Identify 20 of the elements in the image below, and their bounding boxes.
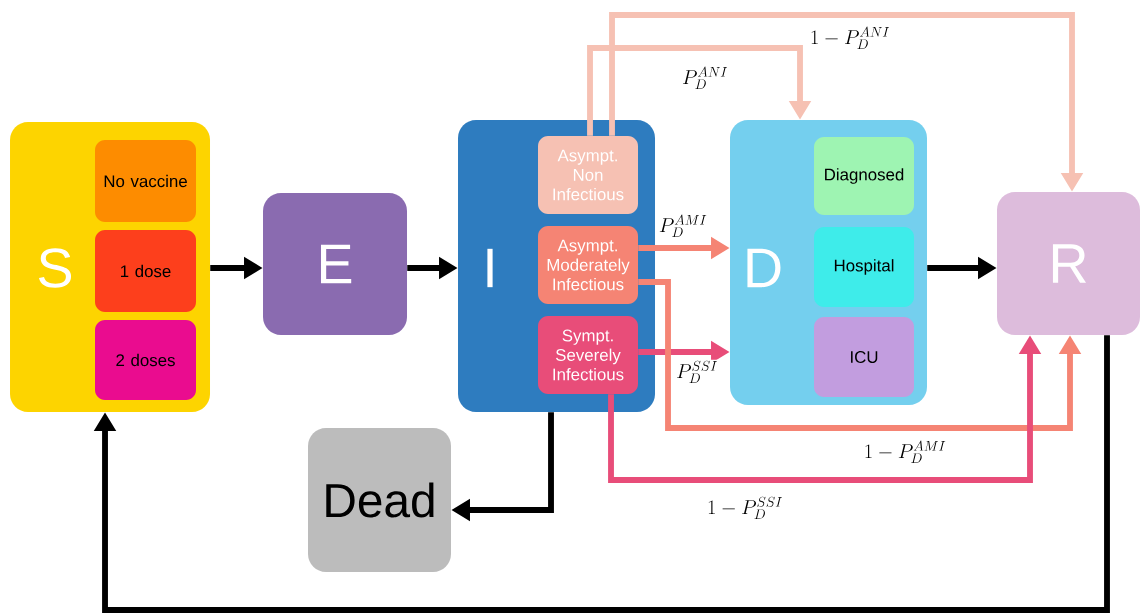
arrow xyxy=(93,335,1110,613)
edge-label: $1 - P_D^{SSI}$ xyxy=(705,495,785,521)
compartment-box: E xyxy=(263,193,407,335)
dead-box: Dead xyxy=(308,428,451,572)
subgroup-box: No vaccine xyxy=(95,140,196,222)
subgroup-box: Diagnosed xyxy=(814,137,914,215)
edge-label: $1 - P_D^{AMI}$ xyxy=(862,439,948,465)
edge-label: $P_D^{ANI}$ xyxy=(680,65,730,91)
edge-label: $P_D^{AMI}$ xyxy=(657,213,709,239)
subgroup-box: Asympt. Non Infectious xyxy=(538,136,638,214)
subgroup-box: 2 doses xyxy=(95,320,196,400)
subgroup-box: Asympt. Moderately Infectious xyxy=(538,226,638,304)
arrow xyxy=(587,45,812,136)
subgroup-box: Sympt. Severely Infectious xyxy=(538,316,638,394)
subgroup-box: 1 dose xyxy=(95,230,196,312)
compartment-box: R xyxy=(997,192,1140,335)
subgroup-box: Hospital xyxy=(814,227,914,307)
edge-label: $P_D^{SSI}$ xyxy=(674,359,720,385)
edge-label: $1 - P_D^{ANI}$ xyxy=(808,25,892,51)
subgroup-box: ICU xyxy=(814,317,914,397)
